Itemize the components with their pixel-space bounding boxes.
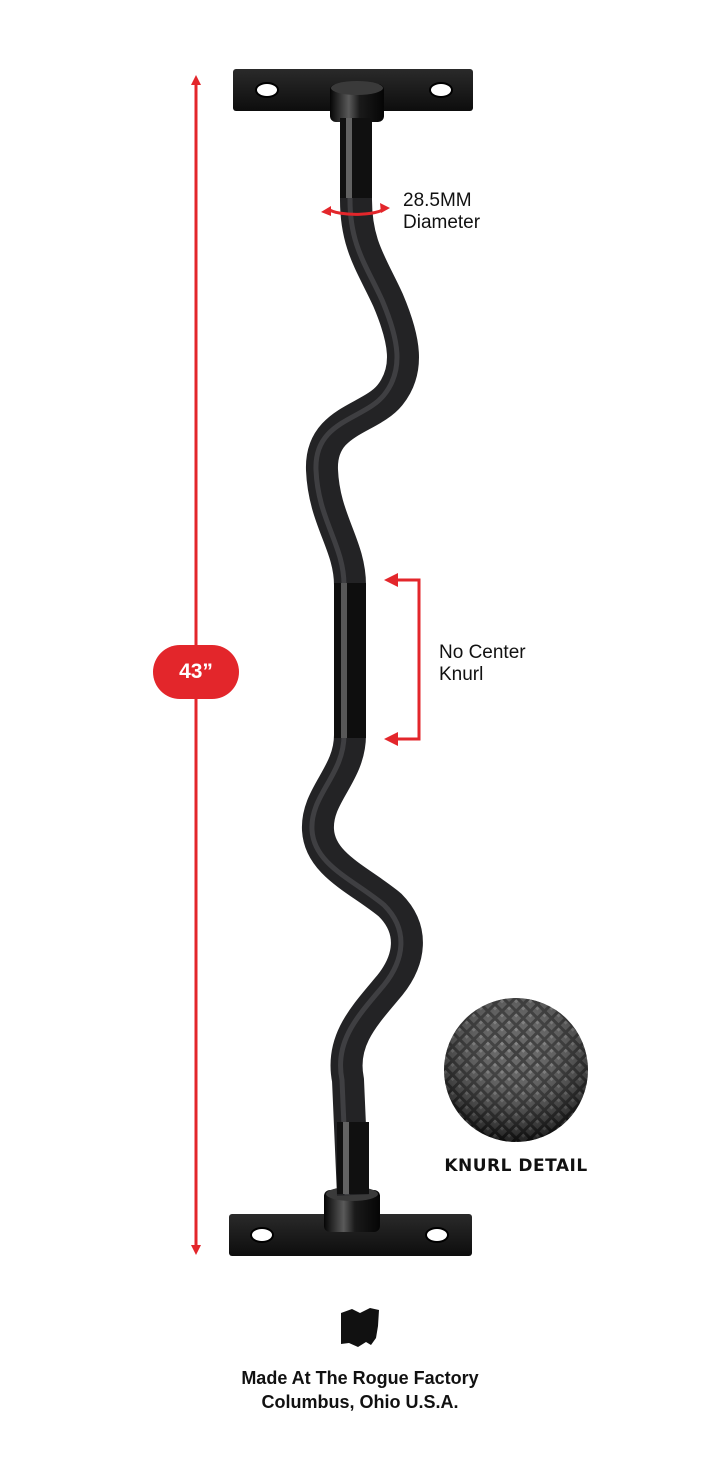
diameter-value: 28.5MM (403, 190, 472, 211)
length-value: 43” (179, 660, 213, 683)
center-smooth-section (334, 583, 366, 738)
center-knurl-line-2: Knurl (439, 664, 484, 685)
ohio-state-icon (341, 1308, 379, 1347)
knurl-detail-swatch (444, 998, 588, 1142)
diameter-caption: Diameter (403, 212, 481, 233)
footer-line-2: Columbus, Ohio U.S.A. (261, 1392, 459, 1412)
center-knurl-line-1: No Center (439, 642, 526, 663)
length-badge: 43” (153, 645, 239, 699)
top-mount-plate (233, 69, 473, 122)
curl-bar (302, 118, 423, 1196)
diameter-annotation: 28.5MM Diameter (403, 190, 480, 234)
top-sleeve-shaft (340, 118, 372, 198)
footer-line-1: Made At The Rogue Factory (241, 1368, 479, 1388)
diameter-rotation-arrow (321, 203, 390, 216)
made-in-footer: Made At The Rogue Factory Columbus, Ohio… (0, 1366, 720, 1414)
bottom-mount-plate (229, 1187, 472, 1256)
bottom-sleeve-shaft (337, 1122, 369, 1194)
center-knurl-annotation: No Center Knurl (439, 642, 526, 686)
center-knurl-bracket (384, 573, 421, 746)
knurl-detail-caption: KNURL DETAIL (444, 1156, 588, 1176)
